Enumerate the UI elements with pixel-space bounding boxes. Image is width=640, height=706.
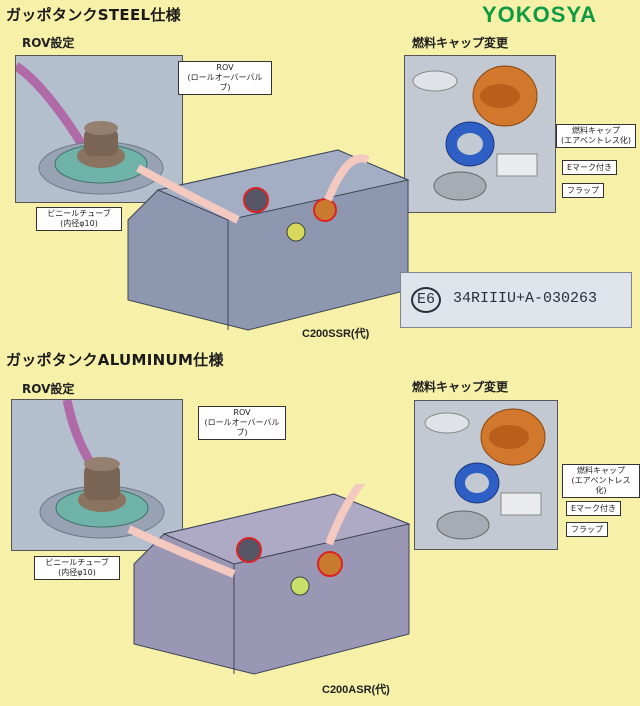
rov-label-line2: (ロールオーバーバルブ) [204, 418, 280, 437]
steel-cap-heading: 燃料キャップ変更 [412, 36, 509, 50]
brand-logo: YOKOSYA [482, 2, 598, 27]
aluminum-rov-heading: ROV設定 [22, 382, 75, 396]
steel-cap-label: 燃料キャップ (エアベントレス化) [556, 124, 636, 148]
aluminum-rov-label: ROV (ロールオーバーバルブ) [198, 406, 286, 440]
rov-valve-illustration [12, 400, 182, 550]
cert-number: 34RIIIU+A-030263 [453, 290, 598, 307]
aluminum-model-caption: C200ASR(代) [322, 684, 390, 696]
rov-label-line1: ROV [233, 408, 251, 417]
tube-label-line1: ビニールチューブ [45, 558, 109, 567]
cap-label-line2: (エアベントレス化) [571, 476, 631, 495]
aluminum-tube-label: ビニールチューブ (内径φ10) [34, 556, 120, 580]
rov-label-line2: (ロールオーバーバルブ) [187, 73, 263, 92]
aluminum-cap-photo [414, 400, 558, 550]
steel-emark-label: Eマーク付き [562, 160, 618, 175]
tube-label-line2: (内径φ10) [60, 219, 98, 228]
cap-label-line1: 燃料キャップ [572, 126, 620, 135]
cap-label-line1: 燃料キャップ [577, 466, 625, 475]
fuel-cap-illustration [405, 56, 555, 212]
aluminum-cap-heading: 燃料キャップ変更 [412, 380, 509, 394]
aluminum-flap-label: フラップ [566, 522, 608, 537]
aluminum-cap-label: 燃料キャップ (エアベントレス化) [562, 464, 640, 498]
steel-tube-label: ビニールチューブ (内径φ10) [36, 207, 122, 231]
steel-tank-illustration [127, 149, 410, 331]
steel-rov-heading: ROV設定 [22, 36, 75, 50]
aluminum-title: ガッポタンクALUMINUM仕様 [6, 351, 224, 369]
aluminum-emark-label: Eマーク付き [566, 501, 622, 516]
steel-cap-photo [404, 55, 556, 213]
rov-valve-illustration [16, 56, 182, 202]
aluminum-rov-photo [11, 399, 183, 551]
cap-label-line2: (エアベントレス化) [560, 136, 632, 145]
steel-flap-label: フラップ [562, 183, 604, 198]
aluminum-tank-illustration [127, 484, 411, 675]
rov-label-line1: ROV [216, 63, 234, 72]
steel-title: ガッポタンクSTEEL仕様 [6, 6, 181, 24]
steel-rov-photo [15, 55, 183, 203]
steel-rov-label: ROV (ロールオーバーバルブ) [178, 61, 272, 95]
steel-model-caption: C200SSR(代) [302, 328, 370, 340]
fuel-cap-illustration [415, 401, 557, 549]
tube-label-line1: ビニールチューブ [47, 209, 111, 218]
tube-label-line2: (内径φ10) [58, 568, 96, 577]
cert-plate: E6 34RIIIU+A-030263 [400, 272, 632, 328]
e-mark-icon: E6 [411, 287, 441, 313]
